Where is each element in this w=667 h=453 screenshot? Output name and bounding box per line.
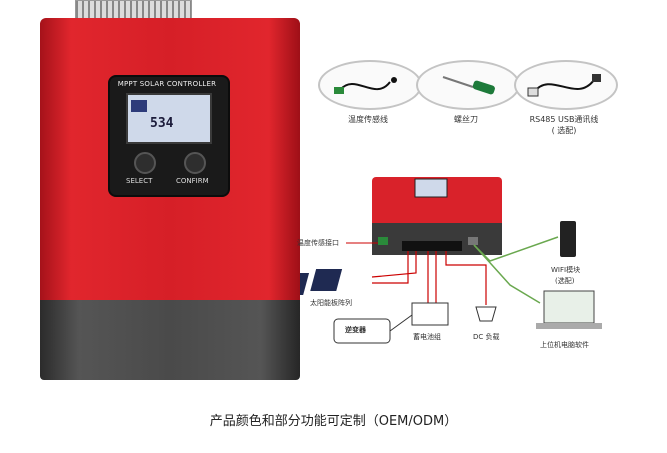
lamp-icon — [475, 306, 497, 322]
select-label: SELECT — [126, 177, 153, 185]
label-wifi-sub: (选配) — [555, 277, 575, 285]
usb-cable-icon — [527, 74, 601, 97]
label-pc-software: 上位机电脑软件 — [540, 341, 589, 349]
laptop-icon — [543, 290, 595, 324]
cable-icon — [334, 77, 397, 94]
confirm-label: CONFIRM — [176, 177, 209, 185]
solar-panel-icon — [300, 269, 343, 295]
label-temp-port: 温度传感接口 — [297, 239, 339, 247]
accessory-screwdriver — [416, 60, 520, 110]
label-dc-load: DC 负载 — [473, 333, 500, 341]
screwdriver-icon — [442, 76, 495, 95]
accessory-label-usb: RS485 USB通讯线 — [529, 115, 599, 124]
label-solar-array: 太阳能板阵列 — [310, 299, 352, 307]
battery-icon — [411, 302, 449, 326]
label-battery: 蓄电池组 — [413, 333, 441, 341]
solar-panel-icon — [131, 100, 147, 112]
confirm-button[interactable] — [184, 152, 206, 174]
select-button[interactable] — [134, 152, 156, 174]
wiring-diagram — [300, 177, 602, 344]
page-caption: 产品颜色和部分功能可定制（OEM/ODM） — [209, 414, 458, 429]
accessory-label-screwdriver: 螺丝刀 — [454, 115, 478, 124]
controller-base — [40, 300, 300, 380]
label-inverter: 逆变器 — [345, 326, 366, 334]
accessory-sub-usb: ( 选配) — [551, 126, 577, 135]
wifi-module-icon — [560, 221, 576, 257]
label-wifi: WIFI模块 — [551, 266, 581, 274]
accessory-temp-cable — [318, 60, 422, 110]
panel-title: MPPT SOLAR CONTROLLER — [117, 80, 217, 88]
accessory-usb-cable — [514, 60, 618, 110]
accessory-label-temp: 温度传感线 — [348, 115, 388, 124]
lcd-value: 534 — [150, 116, 174, 131]
